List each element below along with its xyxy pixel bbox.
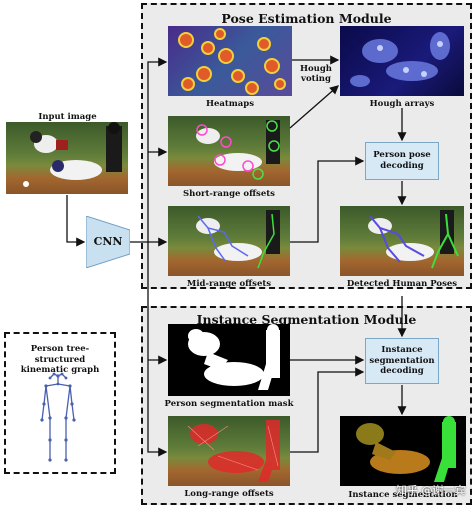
instance-segmentation-decoding-box: Instance segmentation decoding bbox=[365, 338, 439, 384]
detected-pose-skeletons bbox=[368, 210, 459, 269]
pose-module-title: Pose Estimation Module bbox=[221, 11, 392, 26]
short-range-vectors bbox=[196, 120, 280, 180]
segmentation-module-title: Instance Segmentation Module bbox=[196, 312, 417, 327]
long-range-offsets-image bbox=[168, 416, 290, 486]
cnn-block bbox=[86, 216, 130, 268]
hough-array-pattern bbox=[350, 32, 450, 87]
long-range-caption: Long-range offsets bbox=[184, 489, 274, 499]
input-image bbox=[6, 122, 128, 194]
baseball-scene-graphic bbox=[23, 122, 122, 187]
short-range-offsets-image bbox=[168, 116, 290, 186]
hough-arrays-image bbox=[340, 26, 464, 96]
kinematic-graph-box: Person tree-structured kinematic graph bbox=[4, 332, 116, 474]
input-image-caption: Input image bbox=[38, 112, 97, 122]
hough-arrays-caption: Hough arrays bbox=[369, 99, 435, 109]
detected-poses-caption: Detected Human Poses bbox=[346, 279, 458, 289]
person-pose-decoding-box: Person pose decoding bbox=[365, 142, 439, 180]
segmentation-mask-shapes bbox=[188, 324, 280, 390]
heatmaps-image bbox=[168, 26, 292, 96]
instance-segmentation-shapes bbox=[356, 416, 456, 482]
instance-segmentation-image bbox=[340, 416, 466, 486]
mid-range-vectors bbox=[196, 210, 280, 269]
cnn-label: CNN bbox=[93, 235, 123, 248]
mid-range-caption: Mid-range offsets bbox=[186, 279, 272, 289]
person-seg-mask-caption: Person segmentation mask bbox=[164, 399, 294, 409]
watermark: 知乎 @谢一宾 bbox=[396, 484, 466, 497]
kinematic-skeleton-graph bbox=[40, 372, 76, 462]
detected-poses-image bbox=[340, 206, 464, 276]
heatmap-blobs bbox=[178, 28, 286, 95]
mid-range-offsets-image bbox=[168, 206, 290, 276]
hough-voting-label: Hough voting bbox=[299, 64, 332, 85]
short-range-caption: Short-range offsets bbox=[183, 189, 275, 199]
person-segmentation-mask-image bbox=[168, 324, 290, 396]
instance-seg-caption: Instance segmentation bbox=[348, 490, 458, 500]
long-range-vectors bbox=[187, 420, 280, 482]
heatmaps-caption: Heatmaps bbox=[205, 99, 255, 109]
kinematic-graph-caption: Person tree-structured kinematic graph bbox=[20, 344, 100, 376]
